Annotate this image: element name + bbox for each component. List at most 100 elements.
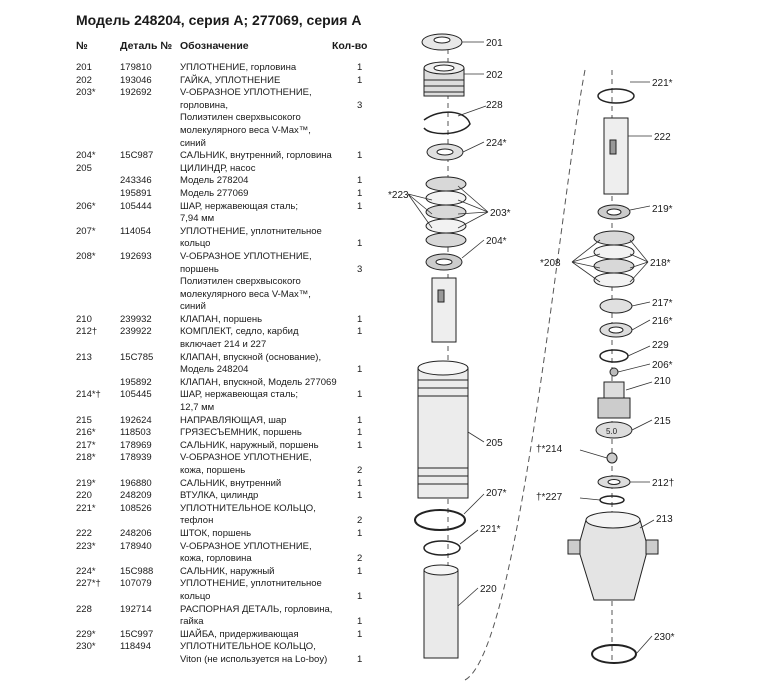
parts-row: синий	[0, 138, 380, 151]
parts-qty-cell: 1	[357, 427, 363, 439]
parts-desc-cell: НАПРАВЛЯЮЩАЯ, шар	[180, 414, 287, 426]
parts-pn-cell: 107079	[120, 578, 152, 590]
callout-217: 217*	[652, 298, 673, 309]
parts-row: молекулярного веса V-Max™,	[0, 289, 380, 302]
part-217-outer-seal	[599, 298, 633, 314]
parts-desc-cell: включает 214 и 227	[180, 339, 267, 351]
parts-desc-cell: поршень	[180, 263, 219, 275]
parts-no-cell: 220	[76, 490, 92, 502]
parts-qty-cell: 1	[357, 439, 363, 451]
header-qty: Кол-во	[332, 40, 368, 52]
parts-qty-cell: 1	[357, 238, 363, 250]
svg-text:5.0: 5.0	[606, 427, 618, 436]
parts-desc-cell: РАСПОРНАЯ ДЕТАЛЬ, горловина,	[180, 603, 333, 615]
part-216-wiper	[599, 322, 633, 338]
parts-desc-cell: синий	[180, 137, 206, 149]
parts-no-cell: 214*†	[76, 389, 101, 401]
parts-pn-cell: 192692	[120, 87, 152, 99]
callout-219: 219*	[652, 204, 673, 215]
parts-desc-cell: тефлон	[180, 515, 214, 527]
parts-desc-cell: ЦИЛИНДР, насос	[180, 162, 256, 174]
parts-desc-cell: Полиэтилен сверхвысокого	[180, 276, 301, 288]
parts-desc-cell: САЛЬНИК, внутренний, горловина	[180, 150, 332, 162]
parts-row: горловина,3	[0, 100, 380, 113]
parts-no-cell: 219*	[76, 477, 96, 489]
parts-desc-cell: Модель 277069	[180, 187, 249, 199]
parts-row: Модель 248204 1	[0, 364, 380, 377]
parts-desc-cell: УПЛОТНИТЕЛЬНОЕ КОЛЬЦО,	[180, 641, 316, 653]
part-203-223-packings	[425, 176, 467, 248]
parts-no-cell: 224*	[76, 565, 96, 577]
parts-no-cell: 213	[76, 351, 92, 363]
parts-qty-cell: 1	[357, 150, 363, 162]
parts-desc-cell: V-ОБРАЗНОЕ УПЛОТНЕНИЕ,	[180, 452, 312, 464]
parts-pn-cell: 108526	[120, 502, 152, 514]
part-224-outer-seal	[426, 143, 464, 161]
parts-desc-cell: Модель 248204	[180, 364, 249, 376]
parts-desc-cell: V-ОБРАЗНОЕ УПЛОТНЕНИЕ,	[180, 250, 312, 262]
parts-qty-cell: 2	[357, 553, 363, 565]
parts-qty-cell: 1	[357, 62, 363, 73]
parts-pn-cell: 105445	[120, 389, 152, 401]
callout-215: 215	[654, 416, 671, 427]
part-230-oring	[591, 644, 637, 664]
parts-desc-cell: Полиэтилен сверхвысокого	[180, 112, 301, 124]
parts-pn-cell: 239922	[120, 326, 152, 338]
parts-desc-cell: кольцо	[180, 238, 211, 250]
parts-qty-cell: 1	[357, 389, 363, 401]
parts-pn-cell: 192714	[120, 603, 152, 615]
part-205-cylinder	[417, 360, 469, 499]
parts-pn-cell: 105444	[120, 200, 152, 212]
callout-223: *223	[388, 190, 409, 201]
parts-qty-cell: 1	[357, 364, 363, 376]
part-207-oring	[414, 509, 466, 531]
parts-pn-cell: 118503	[120, 427, 151, 439]
parts-desc-cell: ШАР, нержавеющая сталь;	[180, 389, 298, 401]
callout-228: 228	[486, 100, 503, 111]
parts-desc-cell: молекулярного веса V-Max™,	[180, 124, 311, 136]
parts-desc-cell: УПЛОТНЕНИЕ, горловина	[180, 62, 297, 73]
parts-no-cell: 223*	[76, 540, 96, 552]
callout-218: 218*	[650, 258, 671, 269]
parts-pn-cell: 195892	[120, 376, 152, 388]
parts-desc-cell: КОМПЛЕКТ, седло, карбид	[180, 326, 299, 338]
parts-row: Полиэтилен сверхвысокого	[0, 276, 380, 289]
part-201-throat-seal	[421, 33, 463, 51]
parts-desc-cell: КЛАПАН, впускной (основание),	[180, 351, 322, 363]
parts-desc-cell: САЛЬНИК, наружный, поршень	[180, 439, 319, 451]
parts-pn-cell: 193046	[120, 74, 152, 86]
exploded-diagram: 5.0	[388, 33, 675, 681]
parts-no-cell: 216*	[76, 427, 96, 439]
parts-desc-cell: КЛАПАН, впускной, Модель 277069	[180, 376, 337, 388]
callout-229: 229	[652, 340, 669, 351]
parts-no-cell: 230*	[76, 641, 96, 653]
parts-no-cell: 222	[76, 527, 92, 539]
callout-208: *208	[540, 258, 561, 269]
part-210-piston-valve	[597, 381, 631, 419]
parts-row: 195892 КЛАПАН, впускной, Модель 277069	[0, 377, 380, 390]
parts-qty-cell: 1	[357, 490, 363, 502]
parts-pn-cell: 239932	[120, 313, 152, 325]
parts-qty-cell: 1	[357, 414, 363, 426]
part-204-inner-seal	[425, 253, 463, 271]
callout-204: 204*	[486, 236, 507, 247]
part-222-piston-rod-left	[431, 277, 457, 343]
dashed-connector	[464, 69, 586, 681]
